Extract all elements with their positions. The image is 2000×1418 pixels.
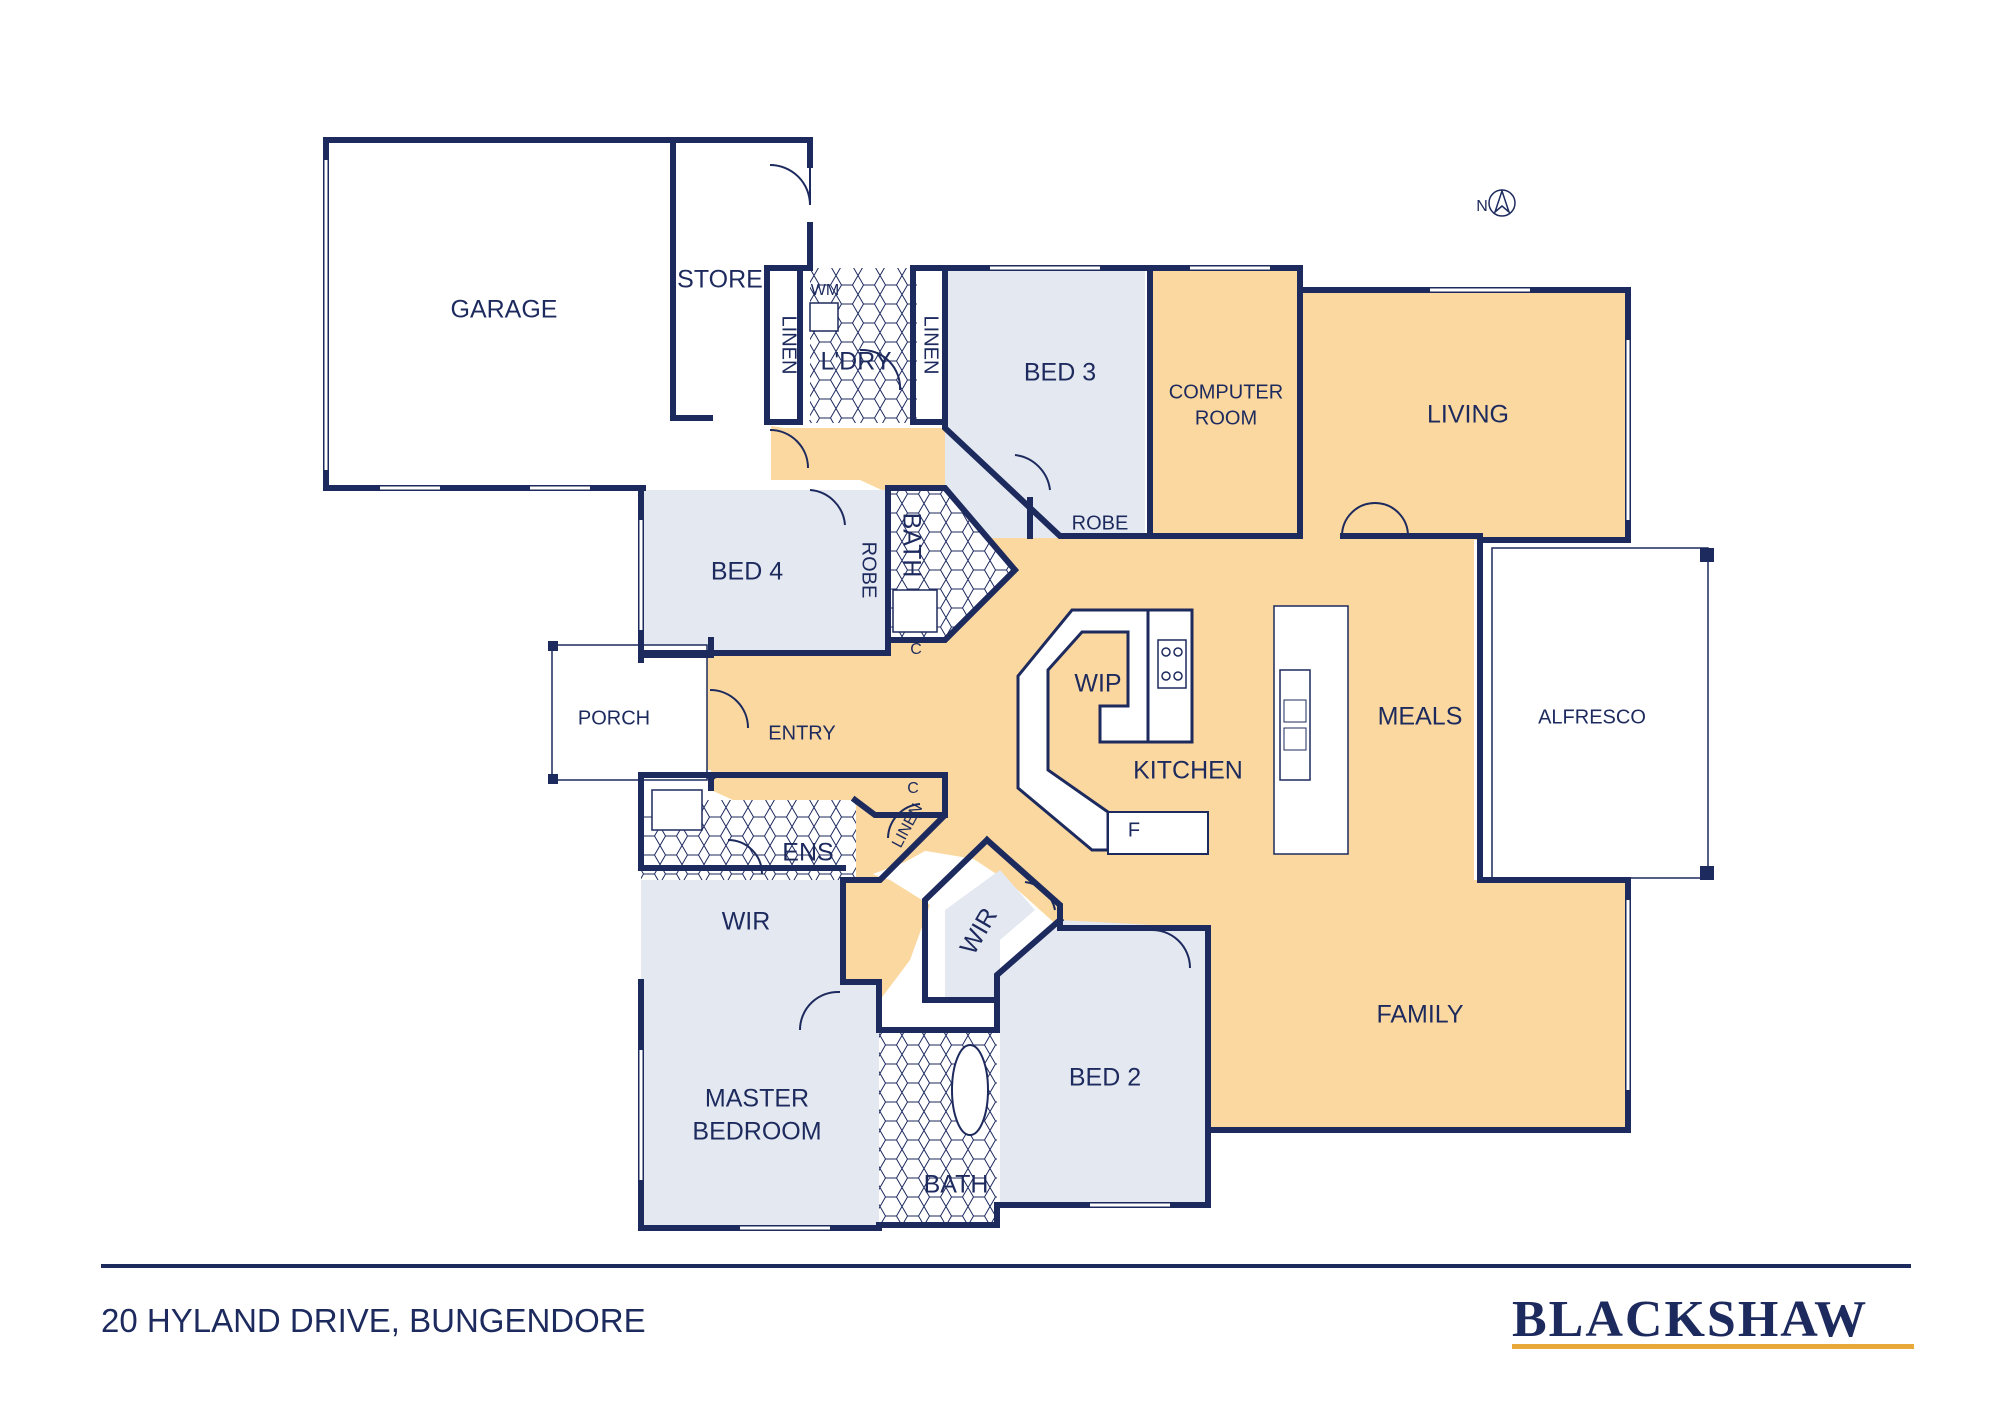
cooktop-icon: [1157, 639, 1187, 689]
kitchen-bench: [1016, 608, 1150, 852]
robe-bed4-label: ROBE: [858, 542, 880, 599]
entry-label: ENTRY: [768, 722, 835, 744]
compass-n-label: N: [1476, 198, 1488, 215]
bed2-floor: [1000, 920, 1208, 1205]
fridge-label: F: [1128, 819, 1140, 841]
sink-icon: [1279, 669, 1311, 781]
bed4-floor: [643, 490, 888, 653]
shower-bath-icon: [892, 589, 938, 633]
shower-icon: [651, 789, 703, 831]
walls: [323, 137, 1631, 1231]
c-ens-label: C: [907, 780, 919, 797]
robe-bed3-label: ROBE: [1072, 512, 1129, 534]
store-floor: [670, 140, 810, 420]
meals-label: MEALS: [1378, 703, 1463, 731]
c-bath-label: C: [910, 641, 922, 658]
porch-label: PORCH: [578, 707, 650, 729]
windows: [324, 160, 1630, 1230]
laundry-tiles: [807, 268, 917, 423]
wip-label: WIP: [1074, 670, 1121, 698]
ens-label: ENS: [782, 839, 833, 867]
property-address: 20 HYLAND DRIVE, BUNGENDORE: [101, 1302, 646, 1339]
bed3-label: BED 3: [1024, 359, 1096, 387]
wm-icon: [809, 302, 839, 332]
bath-second-label: BATH: [924, 1171, 989, 1199]
alfresco-label: ALFRESCO: [1538, 706, 1646, 728]
computer-room-label-1: COMPUTER: [1169, 381, 1283, 403]
brand-logo: BLACKSHAW: [1512, 1291, 1869, 1348]
master-bedroom-label-1: MASTER: [705, 1085, 809, 1113]
wir-master-label: WIR: [722, 908, 771, 936]
computer-room-label-2: ROOM: [1195, 407, 1257, 429]
family-label: FAMILY: [1376, 1001, 1463, 1029]
kitchen-label: KITCHEN: [1133, 757, 1243, 785]
laundry-label: L'DRY: [820, 348, 891, 376]
bath-main-label: BATH: [897, 513, 925, 578]
bed2-label: BED 2: [1069, 1064, 1141, 1092]
brand-underline: [1512, 1344, 1914, 1349]
footer-divider: [101, 1264, 1911, 1268]
wm-label: WM: [811, 282, 839, 299]
doors: [709, 164, 1409, 1031]
compass-icon: N: [1476, 188, 1516, 217]
living-label: LIVING: [1427, 401, 1509, 429]
master-floor: [641, 982, 879, 1228]
linen-laundry-left-label: LINEN: [778, 316, 800, 375]
master-bedroom-label-2: BEDROOM: [692, 1118, 821, 1146]
garage-label: GARAGE: [451, 296, 558, 324]
alfresco: [1491, 547, 1714, 880]
wir-master-floor: [641, 868, 843, 982]
linen-laundry-right-label: LINEN: [920, 316, 942, 375]
fridge-space: [1107, 811, 1209, 855]
bathtub-icon: [951, 1044, 989, 1136]
porch: [548, 641, 708, 784]
wir-bed2-floor: [945, 870, 1035, 1000]
store-label: STORE: [677, 266, 763, 294]
bed4-label: BED 4: [711, 558, 783, 586]
